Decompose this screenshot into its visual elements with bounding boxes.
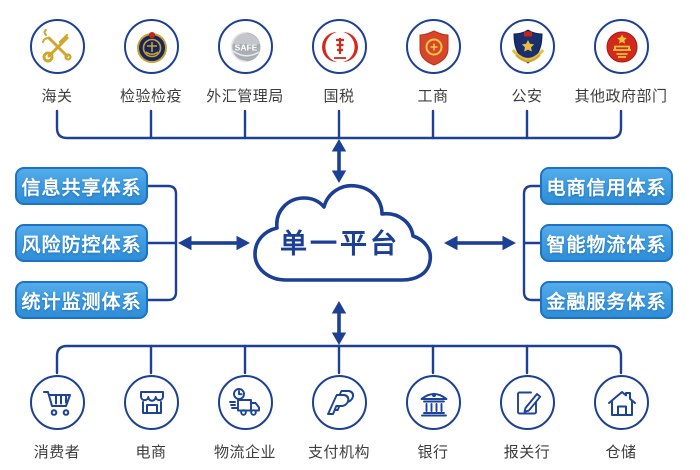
police-emblem-icon: [500, 19, 555, 74]
taxation-emblem-icon: [312, 19, 367, 74]
double-arrows: [178, 139, 516, 345]
bottom-label-bank: 银行: [417, 444, 449, 461]
left-box-risk-control: 风险防控体系: [15, 224, 148, 262]
bottom-node-customs-broker: [500, 375, 555, 430]
bottom-label-payment: 支付机构: [307, 444, 370, 461]
safe-emblem-text: SAFE: [234, 42, 257, 52]
right-box-financial-services: 金融服务体系: [540, 281, 673, 319]
customs-emblem-icon: [30, 19, 85, 74]
right-box-ecommerce-credit: 电商信用体系: [540, 167, 673, 205]
top-label-other-government: 其他政府部门: [574, 88, 668, 105]
platform-title: 单一平台: [280, 229, 400, 259]
warehouse-icon: [594, 375, 649, 430]
delivery-truck-icon: [218, 375, 273, 430]
top-node-customs: [30, 19, 85, 74]
top-label-customs: 海关: [41, 88, 73, 105]
payment-p-icon: [312, 375, 367, 430]
storefront-icon: [124, 375, 179, 430]
top-label-industry-commerce: 工商: [417, 88, 449, 105]
bottom-node-logistics: [218, 375, 273, 430]
declaration-edit-icon: [500, 375, 555, 430]
left-box-information-sharing: 信息共享体系: [15, 167, 148, 205]
national-emblem-icon: [594, 19, 649, 74]
top-node-industry-commerce: [406, 19, 461, 74]
bottom-label-customs-broker: 报关行: [503, 444, 551, 461]
top-node-other-government: [594, 19, 649, 74]
left-box-statistics-monitoring: 统计监测体系: [15, 281, 148, 319]
top-node-safe: SAFE: [218, 19, 273, 74]
bottom-label-ecommerce: 电商: [135, 444, 167, 461]
shopping-cart-icon: [30, 375, 85, 430]
top-node-taxation: [312, 19, 367, 74]
top-label-taxation: 国税: [323, 88, 355, 105]
industry-commerce-emblem-icon: [406, 19, 461, 74]
cloud-shape: [253, 183, 433, 282]
bottom-label-logistics: 物流企业: [213, 444, 276, 461]
bottom-node-payment: [312, 375, 367, 430]
top-node-police: [500, 19, 555, 74]
bank-icon: [406, 375, 461, 430]
top-label-police: 公安: [511, 88, 543, 105]
bottom-node-bank: [406, 375, 461, 430]
right-box-smart-logistics: 智能物流体系: [540, 224, 673, 262]
bottom-node-warehouse: [594, 375, 649, 430]
bottom-node-consumer: [30, 375, 85, 430]
top-label-inspection-quarantine: 检验检疫: [119, 88, 182, 105]
safe-globe-emblem-icon: SAFE: [218, 19, 273, 74]
inspection-quarantine-emblem-icon: [124, 19, 179, 74]
top-label-safe: 外汇管理局: [206, 88, 284, 105]
bottom-node-ecommerce: [124, 375, 179, 430]
top-node-inspection-quarantine: [124, 19, 179, 74]
bottom-label-consumer: 消费者: [33, 444, 81, 461]
bottom-label-warehouse: 仓储: [605, 444, 637, 461]
